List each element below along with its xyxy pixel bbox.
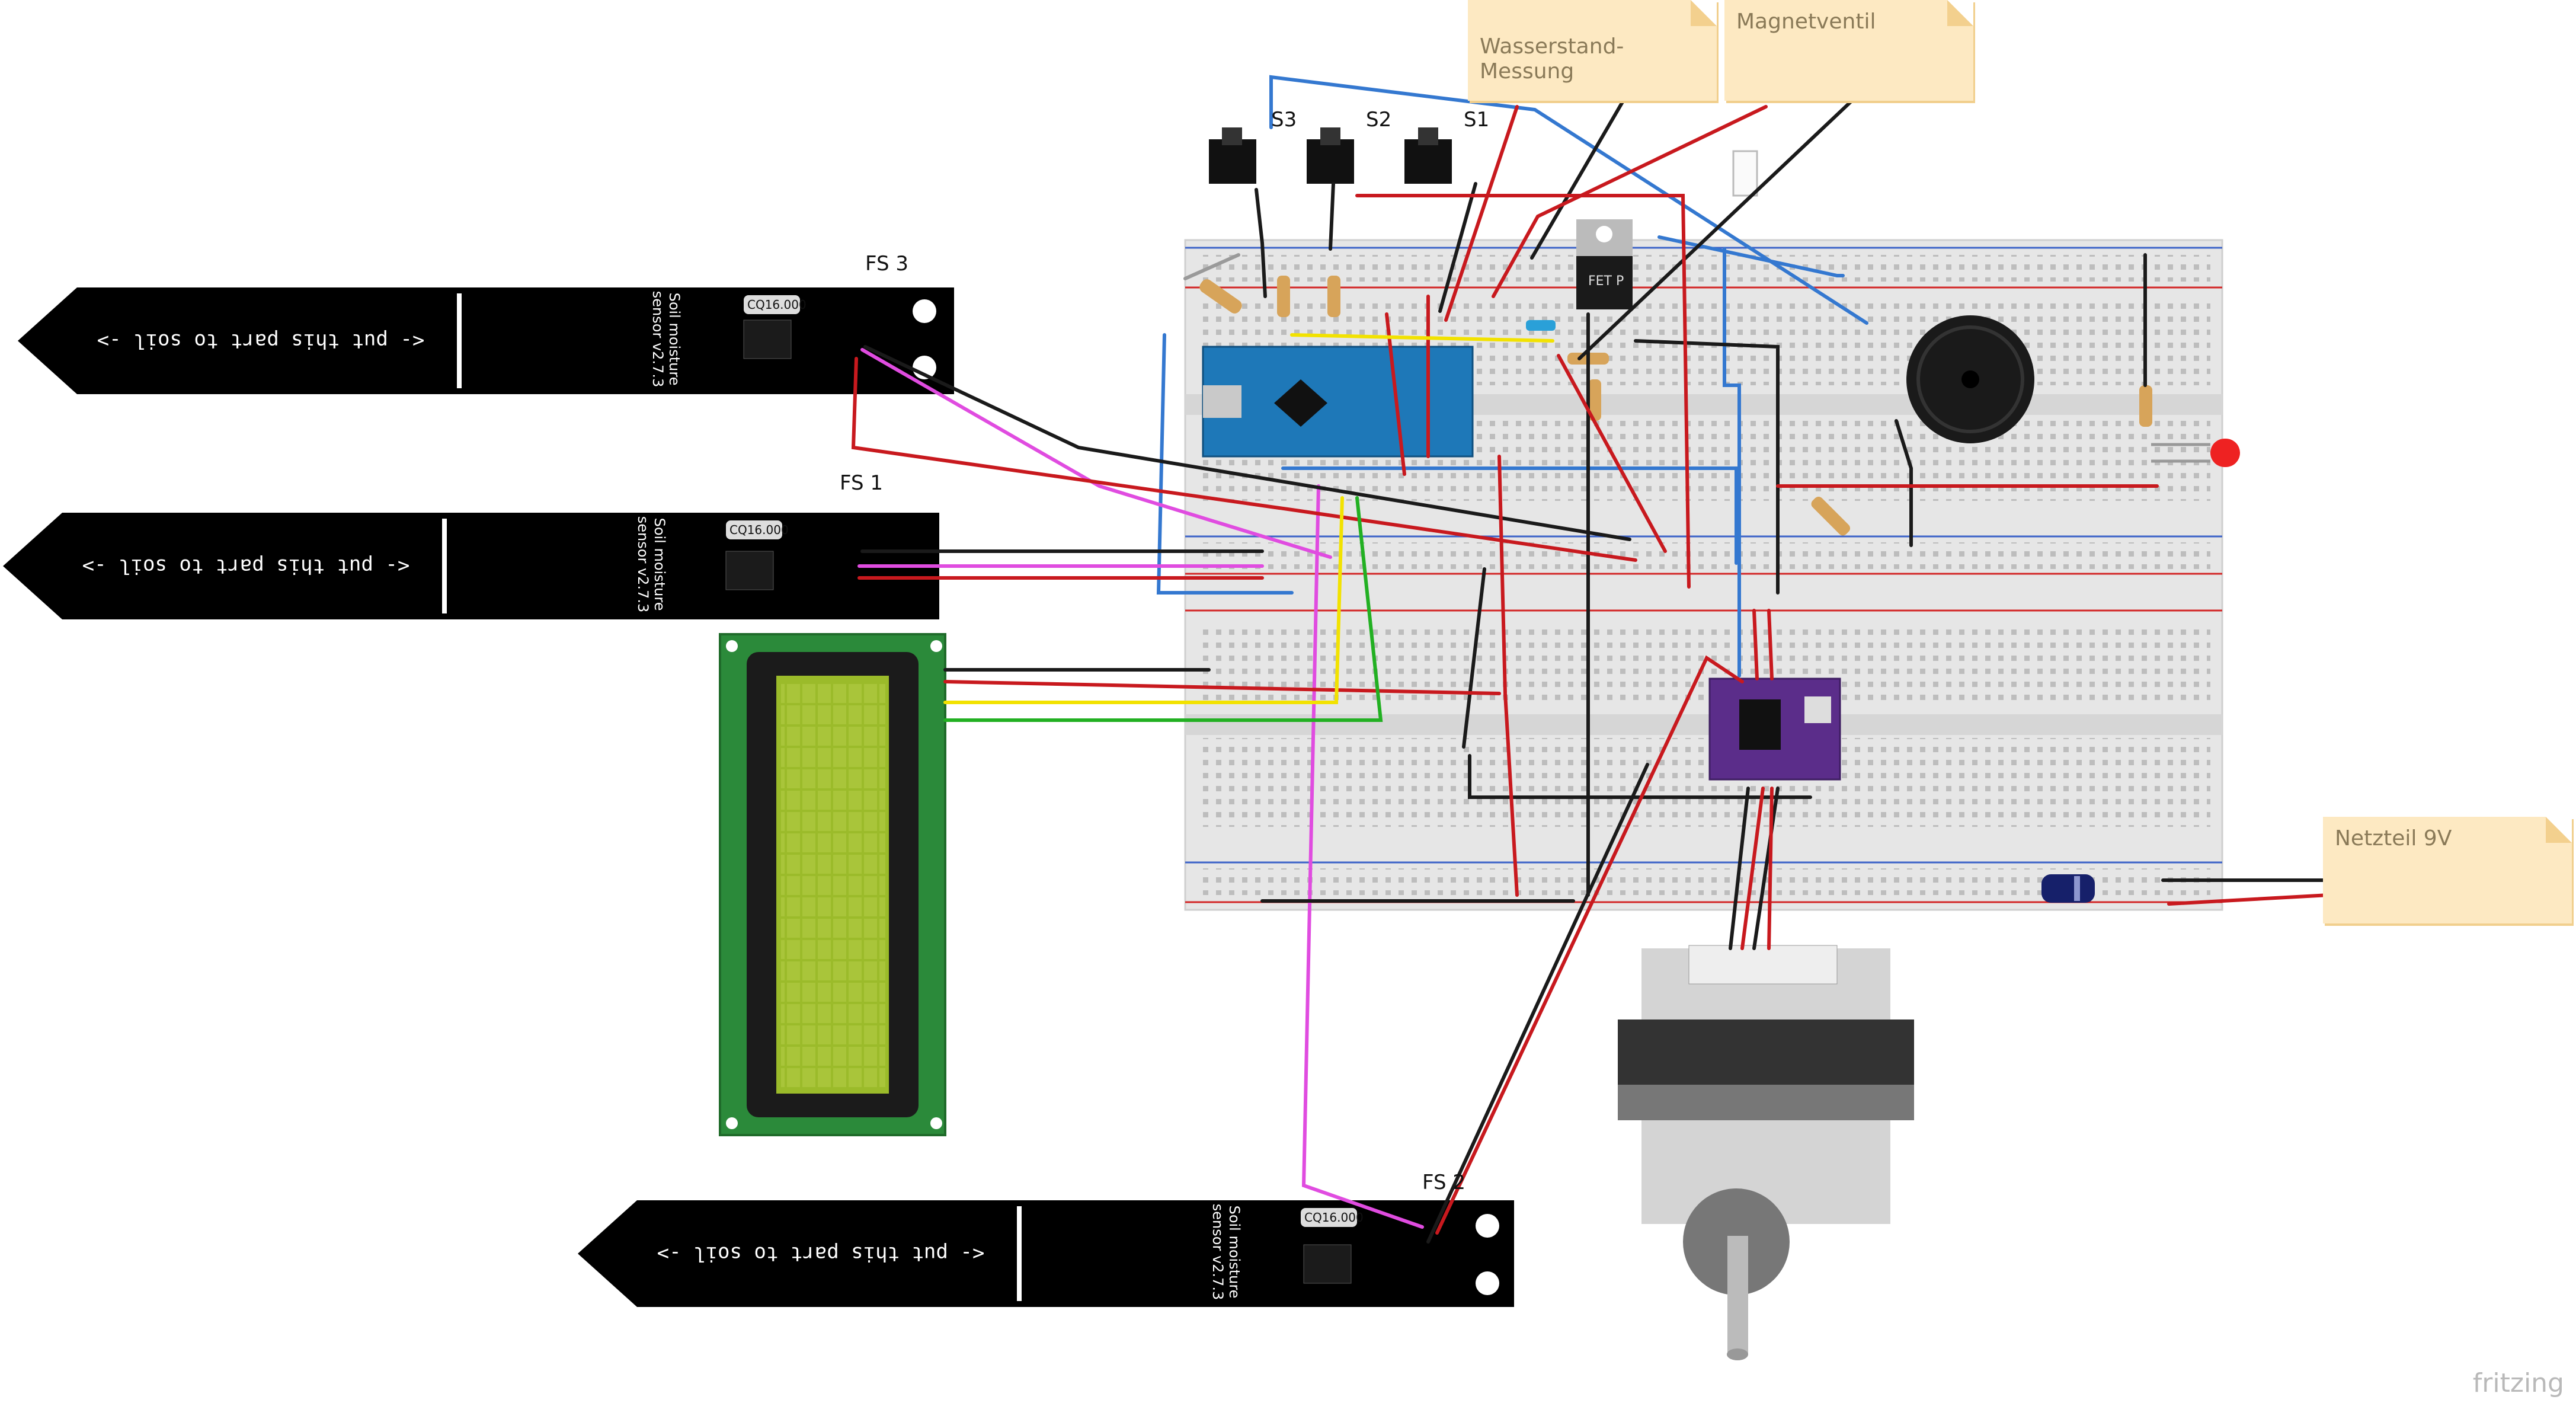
chip-label-fs1: CQ16.000 [729,523,789,537]
switch-label-s1: S1 [1464,108,1490,132]
lcd-display [719,633,946,1136]
arduino-nano [1202,346,1474,458]
chip-label-fs3: CQ16.000 [747,298,807,312]
stepper-motor [1618,945,1914,1360]
sensor-model-fs3: Soil moisture sensor v2.7.3 [649,290,683,388]
chip-label-fs2: CQ16.000 [1304,1210,1364,1225]
probe-text-fs3: <- put this part to soil -> [97,329,425,353]
soil-sensor-fs3 [18,287,954,394]
soil-sensor-fs1 [3,513,939,619]
probe-text-fs1: <- put this part to soil -> [82,554,410,578]
note-text: Magnetventil [1736,9,1876,34]
stepper-driver [1708,677,1841,781]
note-wasserstand-messung: Wasserstand- Messung [1468,0,1717,101]
probe-text-fs2: <- put this part to soil -> [657,1242,985,1265]
note-text: Wasserstand- Messung [1480,34,1624,84]
note-fold [1947,0,1973,26]
mosfet-label: FET P [1588,274,1624,289]
resistors [1199,276,2152,536]
fritzing-watermark: fritzing [2472,1368,2564,1398]
note-text: Netzteil 9V [2335,826,2452,851]
note-fold [2546,817,2572,843]
sensor-label-fs3: FS 3 [865,252,908,276]
led-red [2151,439,2240,467]
soil-sensor-fs2 [578,1200,1514,1307]
sensor-model-fs2: Soil moisture sensor v2.7.3 [1209,1203,1243,1300]
capacitor [2041,874,2095,903]
note-magnetventil: Magnetventil [1724,0,1973,101]
switch-label-s3: S3 [1271,108,1297,132]
sensor-model-fs1: Soil moisture sensor v2.7.3 [635,516,668,613]
note-netzteil-9v: Netzteil 9V [2323,817,2572,923]
sensor-label-fs2: FS 2 [1422,1171,1465,1194]
buzzer [1906,315,2034,443]
sensor-label-fs1: FS 1 [840,471,883,495]
water-sensor [1732,150,1758,197]
switch-label-s2: S2 [1366,108,1392,132]
switches [1209,127,1452,184]
wires [851,75,2331,1244]
note-fold [1691,0,1717,26]
mosfet-p [1576,219,1633,309]
